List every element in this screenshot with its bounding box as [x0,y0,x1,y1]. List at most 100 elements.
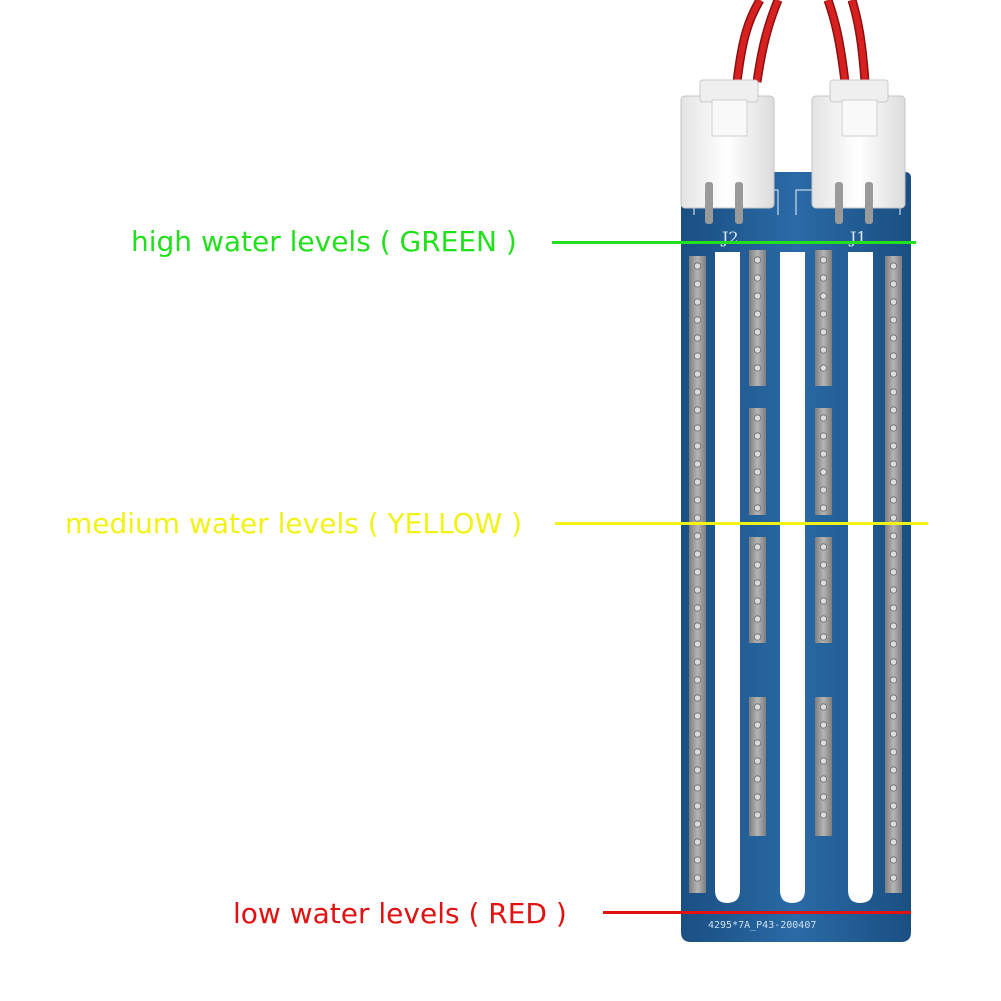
pad-dot [693,586,702,594]
pad-dot [693,802,702,810]
pad-dot [693,748,702,756]
pad-dot [889,748,898,756]
pad-dot [693,370,702,378]
pad-dot [819,597,828,605]
connector-j1 [811,79,906,224]
pad-dot [889,856,898,864]
pad-dot [693,280,702,288]
pad-dot [889,622,898,630]
pad-dot [693,352,702,360]
pad-dot [753,793,762,801]
pad-dot [819,633,828,641]
pad-dot [889,784,898,792]
pad-dot [889,496,898,504]
pad-dot [753,811,762,819]
pad-dot [889,460,898,468]
pad-dot [889,424,898,432]
pad-dot [889,604,898,612]
pad-dot [889,676,898,684]
pad-dot [889,334,898,342]
pad-dot [753,703,762,711]
pad-dot [819,432,828,440]
pad-dot [753,256,762,264]
pad-dot [753,310,762,318]
pad-dot [889,532,898,540]
pad-dot [693,550,702,558]
pad-dot [889,316,898,324]
pad-dot [693,514,702,522]
pad-dot [693,334,702,342]
electrode-pads [689,250,902,893]
pad-strip-inner-right-1 [815,250,832,386]
pad-dot [693,676,702,684]
pad-dot [819,346,828,354]
pad-dot [889,568,898,576]
pad-dot [693,478,702,486]
pad-dot [753,633,762,641]
pad-dot [819,504,828,512]
pad-dot [693,766,702,774]
pad-dot [693,784,702,792]
pad-dot [889,298,898,306]
pad-dot [693,640,702,648]
pad-dot [889,820,898,828]
pad-dot [889,352,898,360]
pad-dot [819,721,828,729]
pad-dot [753,615,762,623]
pad-dot [753,450,762,458]
pad-dot [889,442,898,450]
pad-dot [753,504,762,512]
pad-dot [889,712,898,720]
pad-dot [819,757,828,765]
pad-dot [753,364,762,372]
pad-dot [819,703,828,711]
pad-dot [819,468,828,476]
pad-dot [693,622,702,630]
pad-dot [693,424,702,432]
pad-dot [819,310,828,318]
pad-dot [819,450,828,458]
pad-dot [693,388,702,396]
pad-strip-inner-left-4 [749,697,766,836]
pad-strip-inner-right-4 [815,697,832,836]
pad-dot [819,561,828,569]
pad-dot [753,328,762,336]
pad-dot [819,775,828,783]
pad-dot [889,730,898,738]
pad-dot [889,874,898,882]
pad-dot [693,838,702,846]
pad-dot [889,478,898,486]
pad-dot [819,256,828,264]
connector-label-j2: J2 [720,228,739,247]
pad-dot [753,775,762,783]
pad-dot [753,721,762,729]
pad-dot [693,568,702,576]
pad-dot [819,486,828,494]
pad-strip-inner-left-1 [749,250,766,386]
pad-dot [889,766,898,774]
pad-dot [819,579,828,587]
pad-dot [693,406,702,414]
pad-dot [889,370,898,378]
pad-dot [753,414,762,422]
pad-dot [819,543,828,551]
connector-label-j1: J1 [848,228,867,247]
pad-dot [753,561,762,569]
pad-dot [889,586,898,594]
pad-dot [693,460,702,468]
sensor-board [681,172,911,942]
pad-dot [693,442,702,450]
low-level-line [603,911,911,914]
pad-dot [753,274,762,282]
high-level-label: high water levels ( GREEN ) [131,225,517,258]
pad-dot [819,739,828,747]
pad-dot [753,468,762,476]
pad-dot [889,802,898,810]
pad-dot [753,292,762,300]
pad-dot [889,514,898,522]
pad-dot [889,838,898,846]
part-number: 4295*7A_P43-200407 [708,920,816,931]
pad-dot [819,292,828,300]
pad-dot [819,328,828,336]
